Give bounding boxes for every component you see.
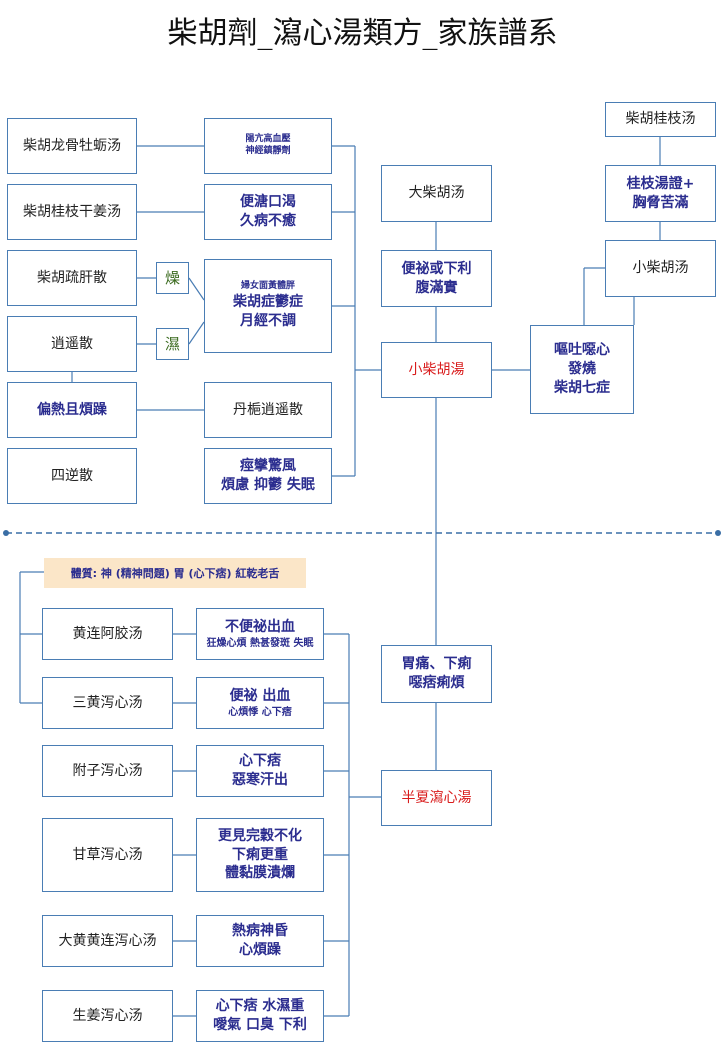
symptom-gancao: 更見完穀不化下痢更重體黏膜潰爛 (196, 818, 324, 892)
symptom-wei-tong: 胃痛、下痢噁痞痢煩 (381, 645, 492, 703)
formula-gancao-xiexin: 甘草泻心汤 (42, 818, 173, 892)
formula-chaihu-shugan: 柴胡疏肝散 (7, 250, 137, 306)
formula-shengjiang-xiexin: 生姜泻心汤 (42, 990, 173, 1042)
symptom-fuzi: 心下痞惡寒汗出 (196, 745, 324, 797)
constitution-note: 體質: 神 (精神問題) 胃 (心下痞) 紅乾老舌 (44, 558, 306, 588)
symptom-dahuang: 熱病神昏心煩躁 (196, 915, 324, 967)
symptom-guizhi-tang: 桂枝湯證+胸脅苦滿 (605, 165, 716, 222)
formula-heat-irritability: 偏熱且煩躁 (7, 382, 137, 438)
formula-dahuang-huanglian: 大黄黄连泻心汤 (42, 915, 173, 967)
formula-da-chaihu: 大柴胡汤 (381, 165, 492, 222)
page-title: 柴胡劑_瀉心湯類方_家族譜系 (167, 16, 558, 51)
formula-sanhuang-xiexin: 三黄泻心汤 (42, 677, 173, 729)
formula-sini: 四逆散 (7, 448, 137, 504)
formula-xiaoyao: 逍遥散 (7, 316, 137, 372)
symptom-sini: 痙攣驚風煩慮 抑鬱 失眠 (204, 448, 332, 504)
symptom-longgu: 陽亢高血壓神經鎮靜劑 (204, 118, 332, 174)
mark-dry: 燥 (156, 262, 189, 294)
formula-fuzi-xiexin: 附子泻心汤 (42, 745, 173, 797)
symptom-shengjiang: 心下痞 水濕重噯氣 口臭 下利 (196, 990, 324, 1042)
symptom-sanhuang: 便祕 出血心煩悸 心下痞 (196, 677, 324, 729)
symptom-guizhi: 便溏口渴久病不癒 (204, 184, 332, 240)
mark-damp: 濕 (156, 328, 189, 360)
symptom-da-chaihu: 便祕或下利腹滿實 (381, 250, 492, 307)
formula-huanglian-ejiao: 黄连阿胶汤 (42, 608, 173, 660)
formula-xiao-chaihu: 小柴胡汤 (605, 240, 716, 297)
formula-longgu-muli: 柴胡龙骨牡蛎汤 (7, 118, 137, 174)
symptom-ejiao: 不便祕出血狂燥心煩 熱甚發斑 失眠 (196, 608, 324, 660)
formula-danzhi-xiaoyao: 丹梔逍遥散 (204, 382, 332, 438)
formula-guizhi-ganjiang: 柴胡桂枝干姜汤 (7, 184, 137, 240)
root-xiao-chaihu-tang: 小柴胡湯 (381, 342, 492, 398)
symptom-ou-tu: 嘔吐噁心發燒柴胡七症 (530, 325, 634, 414)
formula-chaihu-guizhi: 柴胡桂枝汤 (605, 102, 716, 137)
symptom-shugan: 婦女面黃體胖 柴胡症鬱症 月經不調 (204, 259, 332, 353)
root-banxia-xiexin-tang: 半夏瀉心湯 (381, 770, 492, 826)
